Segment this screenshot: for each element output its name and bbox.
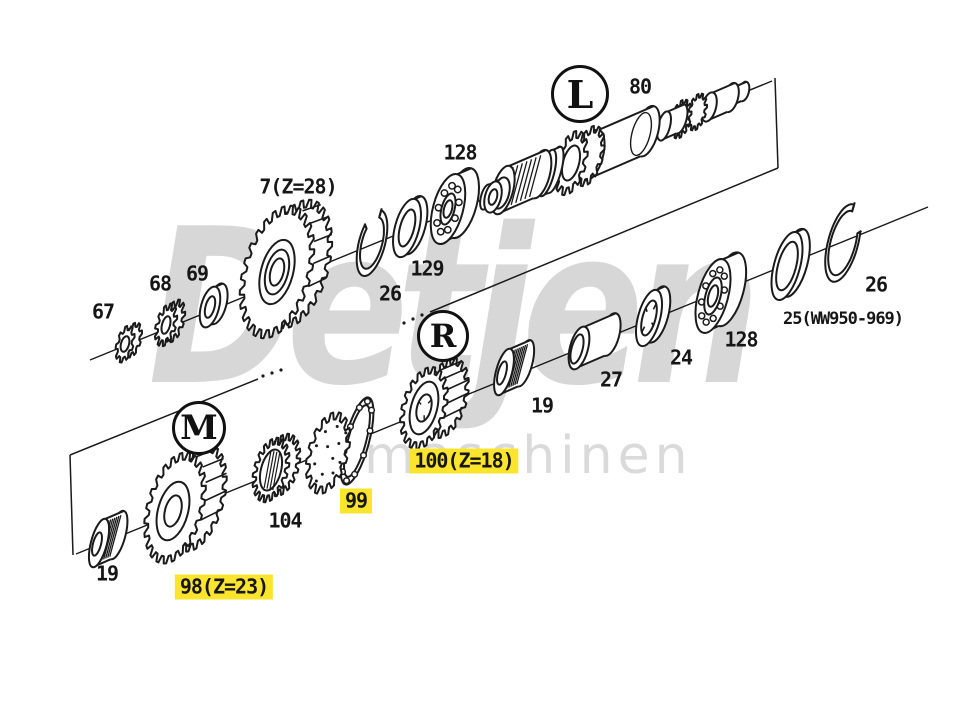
part-label-68: 68 (148, 271, 172, 296)
part-label-7: 7(Z=28) (259, 174, 337, 199)
section-marker-R: R (417, 310, 469, 362)
part-label-25: 25(WW950-969) (782, 309, 904, 330)
part-label-99-highlighted: 99 (339, 488, 373, 514)
marker-letter-M: M (180, 408, 218, 448)
part-label-128-top: 128 (443, 140, 477, 165)
section-marker-M: M (172, 401, 226, 455)
part-label-67: 67 (91, 299, 115, 324)
part-label-98-highlighted: 98(Z=23) (174, 574, 274, 600)
part-label-26-top: 26 (378, 281, 402, 306)
part-label-100-highlighted: 100(Z=18) (409, 448, 519, 474)
section-marker-L: L (551, 65, 609, 123)
part-label-129: 129 (410, 256, 444, 281)
part-label-19-m: 19 (95, 561, 119, 586)
part-label-26-right: 26 (864, 272, 888, 297)
marker-letter-L: L (566, 71, 594, 117)
marker-letter-R: R (429, 317, 457, 355)
part-label-19-r: 19 (530, 393, 554, 418)
part-label-69: 69 (185, 261, 209, 286)
part-label-24: 24 (669, 345, 693, 370)
part-label-27: 27 (599, 367, 623, 392)
part-label-128-right: 128 (724, 327, 758, 352)
part-label-104: 104 (268, 508, 302, 533)
part-label-80: 80 (628, 74, 652, 99)
